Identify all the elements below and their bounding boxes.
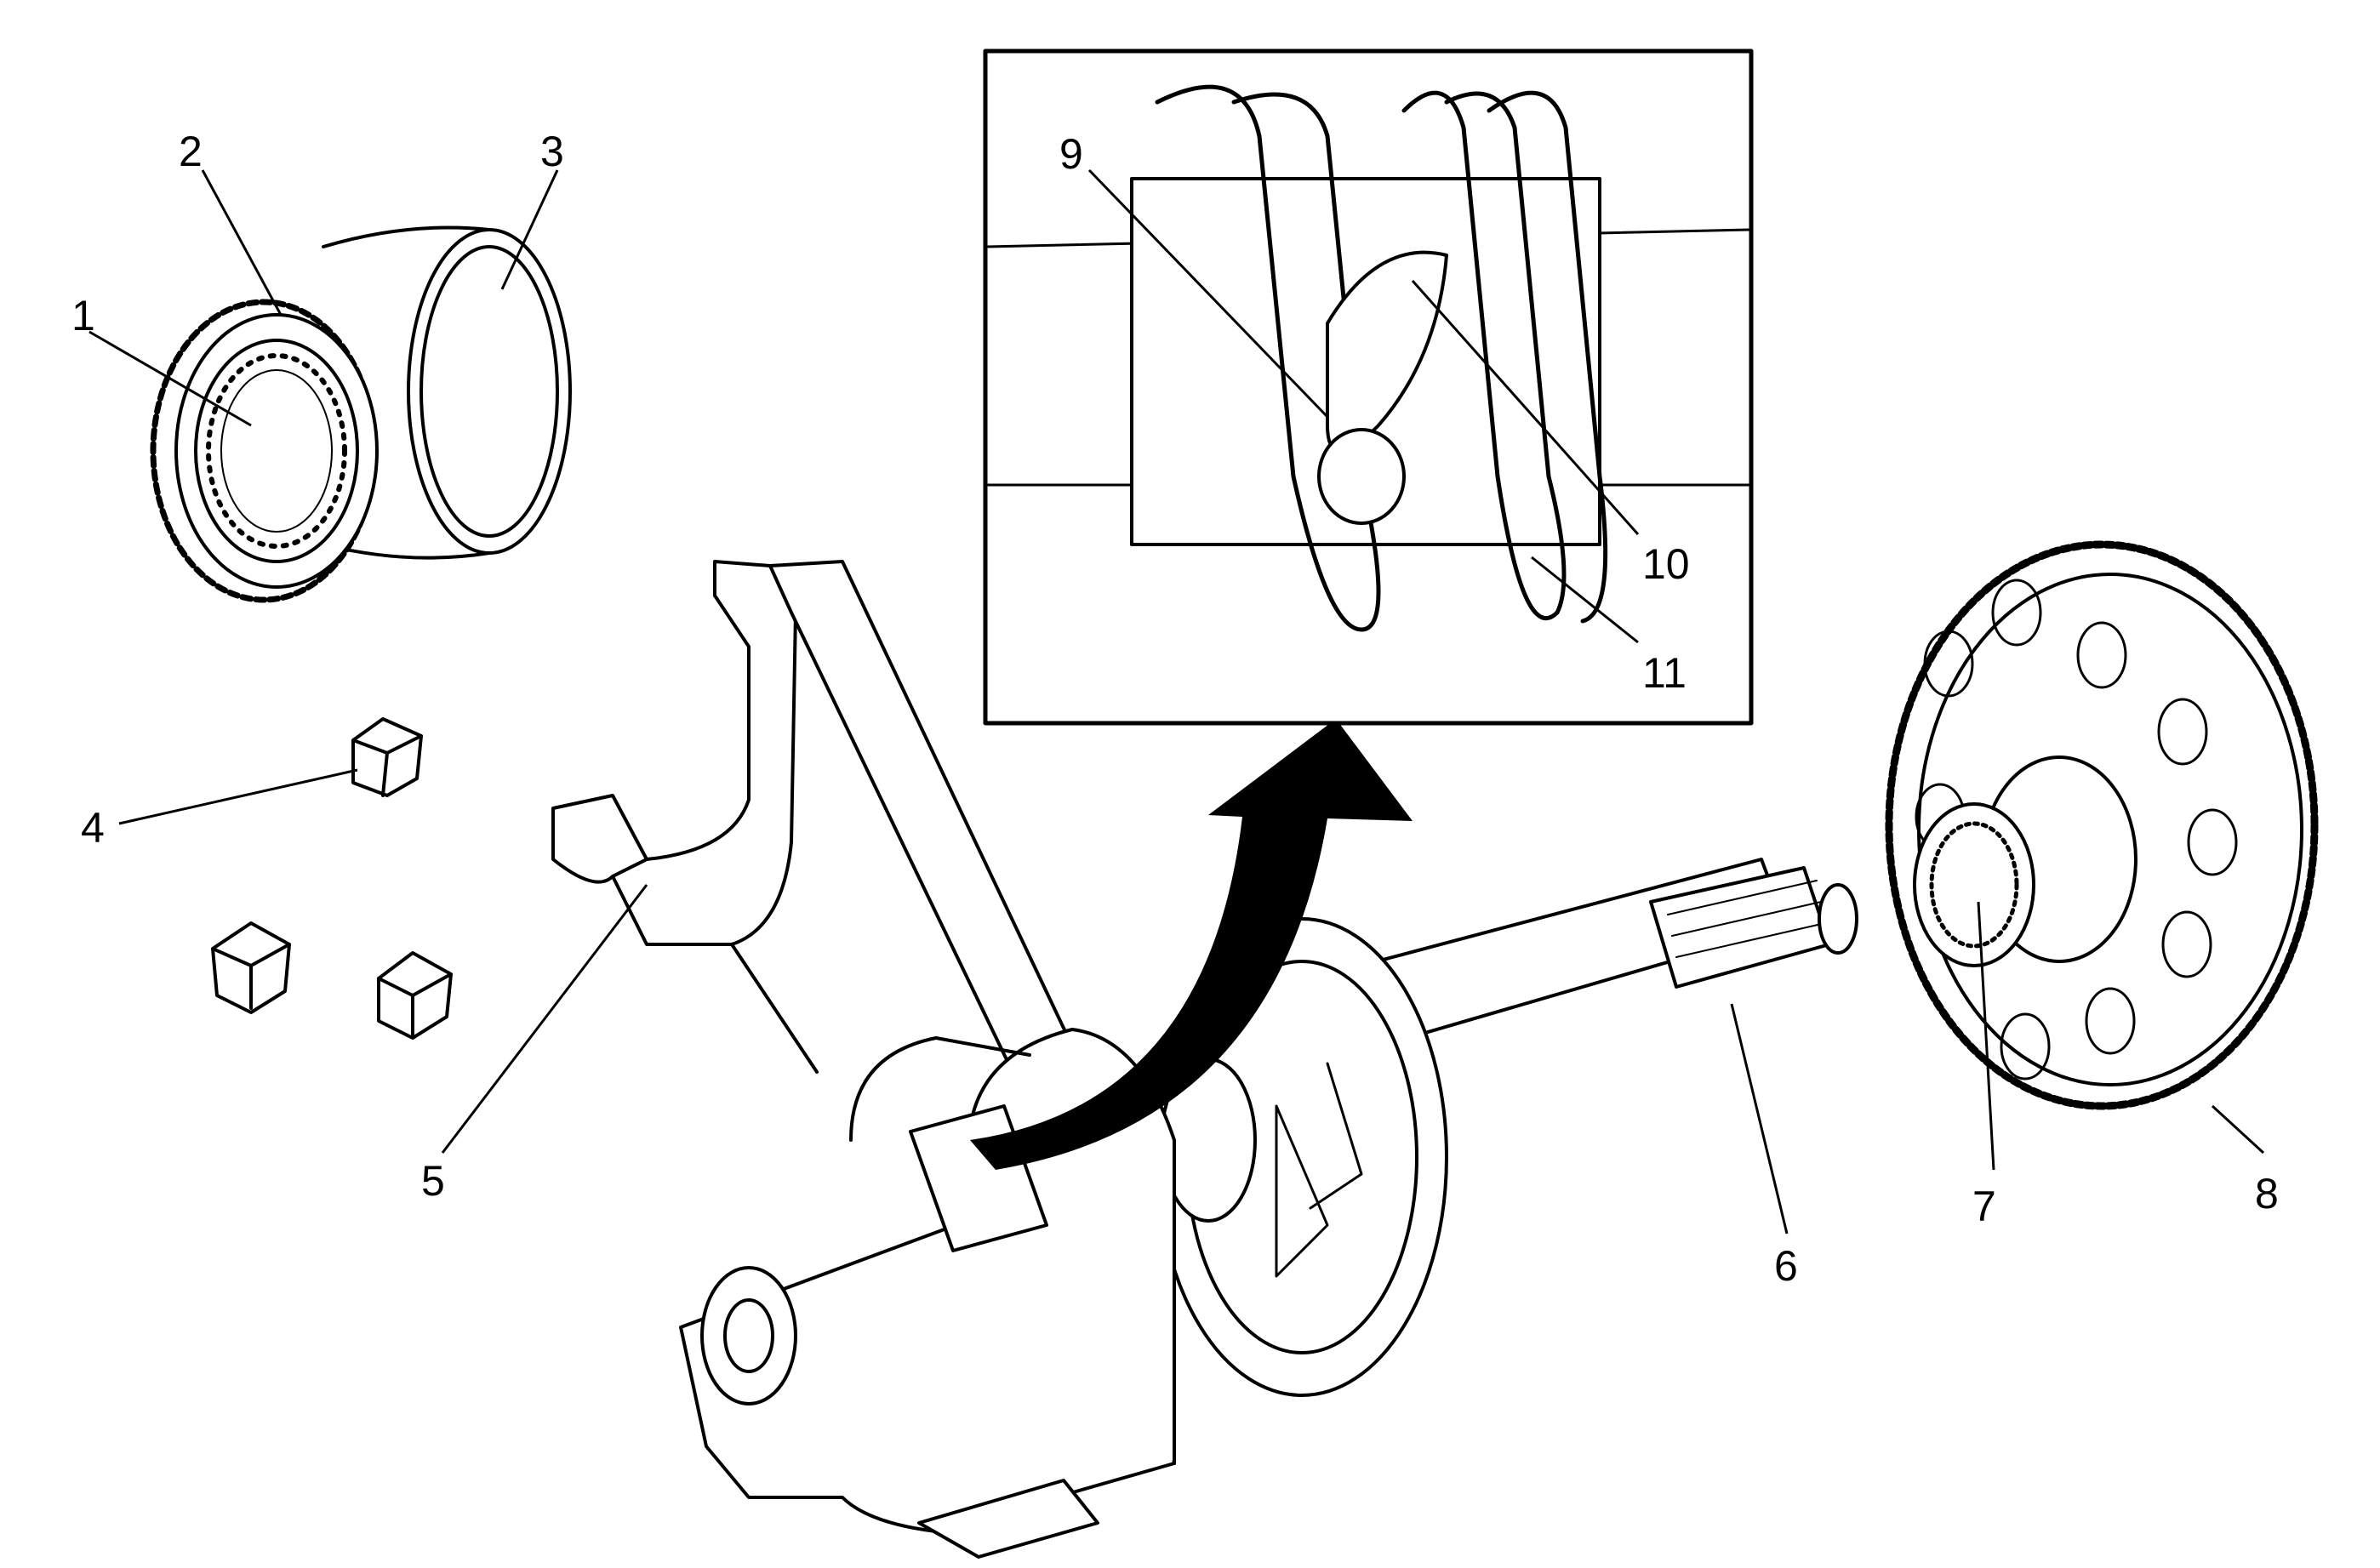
synchronizer-gear [150, 225, 572, 603]
leader-9 [1087, 168, 1329, 419]
callout-2: 2 [179, 128, 203, 175]
spline-lines [1667, 880, 1826, 958]
leader-7 [1977, 901, 1995, 1171]
drive-gear-spline-bore [1929, 821, 2019, 949]
gear-hub-back [407, 228, 572, 555]
fork-arm-right [611, 560, 797, 946]
callout-6: 6 [1774, 1242, 1798, 1290]
leader-3 [500, 169, 559, 290]
callout-1: 1 [71, 292, 95, 339]
leader-2 [201, 169, 283, 316]
leader-4 [118, 768, 358, 825]
callout-7: 7 [1972, 1183, 1996, 1230]
insert-left [211, 921, 291, 1014]
drive-gear [1885, 540, 2319, 1110]
insert-right [377, 951, 453, 1040]
callout-8: 8 [2255, 1170, 2279, 1217]
callout-11: 11 [1642, 649, 1687, 697]
housing-top-edge [849, 1036, 1031, 1142]
callout-3: 3 [540, 128, 564, 175]
leader-6 [1730, 1003, 1789, 1234]
shift-fork-inserts [211, 717, 453, 1040]
housing-foot [917, 1479, 1099, 1559]
gear-hub-rim [419, 245, 559, 538]
callout-9: 9 [1059, 130, 1083, 178]
leader-11 [1531, 556, 1639, 644]
leader-8 [2211, 1104, 2265, 1155]
shift-fork [551, 560, 1078, 1074]
wheel-cutouts [1275, 1062, 1363, 1278]
callout-5: 5 [421, 1157, 445, 1205]
front-boss-bore [723, 1298, 774, 1373]
inset-ball [1317, 428, 1406, 525]
detail-inset [983, 48, 1754, 726]
inset-spring-left [1155, 84, 1381, 632]
leader-1 [88, 330, 252, 427]
detail-arrow [970, 719, 1413, 1170]
insert-top [351, 717, 423, 797]
callout-10: 10 [1642, 540, 1690, 588]
fork-arm-left [551, 794, 648, 884]
leader-5 [441, 884, 648, 1154]
shaft-tip [1818, 883, 1858, 955]
inset-spring-mid [1401, 90, 1567, 621]
inset-spring-right [1487, 90, 1608, 624]
fork-body-edge [730, 943, 819, 1074]
leader-lines [88, 168, 2265, 1234]
gear-spline-core [220, 369, 333, 533]
leader-10 [1411, 280, 1640, 535]
callout-labels: 1 2 3 4 5 6 7 8 9 10 11 [71, 128, 2279, 1290]
gear-spline-inner [206, 353, 347, 549]
callout-4: 4 [81, 804, 105, 852]
gear-spline-bore [194, 339, 359, 563]
drive-gear-holes [1915, 579, 2238, 1080]
